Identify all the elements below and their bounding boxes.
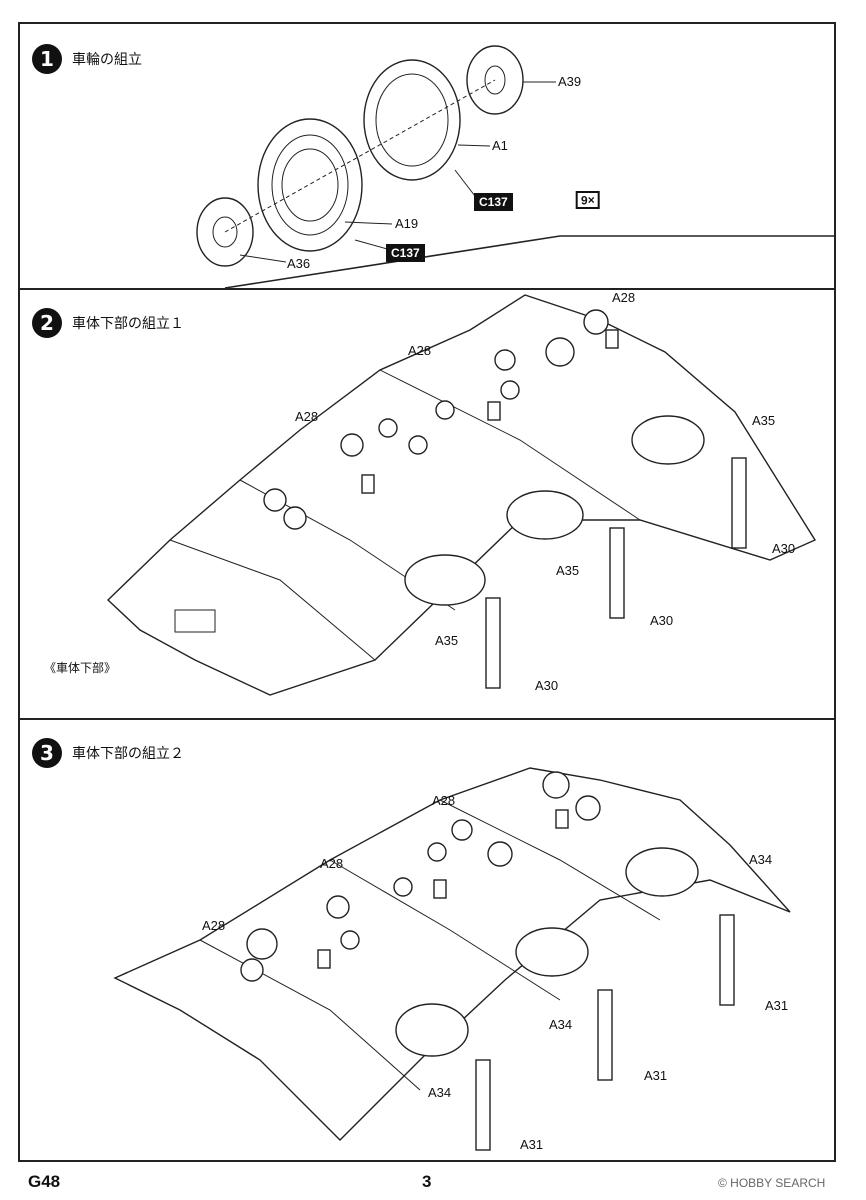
part-label: A28 [295, 409, 319, 424]
page-frame [18, 22, 836, 1162]
part-label: A39 [558, 74, 582, 89]
step-1-header: 1 車輪の組立 [32, 44, 142, 74]
step-title: 車輪の組立 [72, 52, 142, 68]
part-label: A30 [772, 541, 796, 556]
part-label: A35 [435, 633, 459, 648]
part-label: A35 [752, 413, 776, 428]
hull-drawing-step3 [113, 767, 791, 1151]
part-label: A30 [535, 678, 559, 693]
part-label: A31 [520, 1137, 544, 1152]
wheel-assembly-drawing [196, 45, 556, 267]
step-3-header: 3 車体下部の組立２ [32, 738, 184, 768]
paint-code-badge: C137 [386, 244, 425, 262]
part-label: A35 [556, 563, 580, 578]
part-label: A19 [395, 216, 419, 231]
quantity-badge: ×6 [576, 191, 600, 209]
step-number: 1 [32, 44, 62, 74]
part-label: A36 [287, 256, 311, 271]
part-label: A30 [650, 613, 674, 628]
step-number: 3 [32, 738, 62, 768]
hull-drawing-step2 [106, 294, 817, 696]
part-label: A28 [320, 856, 344, 871]
step-title: 車体下部の組立２ [72, 746, 184, 762]
page-number: 3 [422, 1172, 432, 1191]
part-label: A34 [749, 852, 773, 867]
part-label: A28 [612, 290, 636, 305]
part-label: A28 [202, 918, 226, 933]
watermark: © HOBBY SEARCH [718, 1176, 826, 1190]
step-divider [18, 718, 836, 720]
part-label: A31 [644, 1068, 668, 1083]
step-number: 2 [32, 308, 62, 338]
part-label: A34 [549, 1017, 573, 1032]
hull-label: 《車体下部》 [44, 661, 117, 675]
paint-code-badge: C137 [474, 193, 513, 211]
product-code: G48 [28, 1172, 61, 1191]
part-label: A31 [765, 998, 789, 1013]
part-label: A28 [408, 343, 432, 358]
part-label: A28 [432, 793, 456, 808]
step-title: 車体下部の組立１ [72, 316, 184, 332]
part-label: A1 [492, 138, 508, 153]
step-divider [18, 288, 836, 290]
step-2-header: 2 車体下部の組立１ [32, 308, 184, 338]
part-label: A34 [428, 1085, 452, 1100]
